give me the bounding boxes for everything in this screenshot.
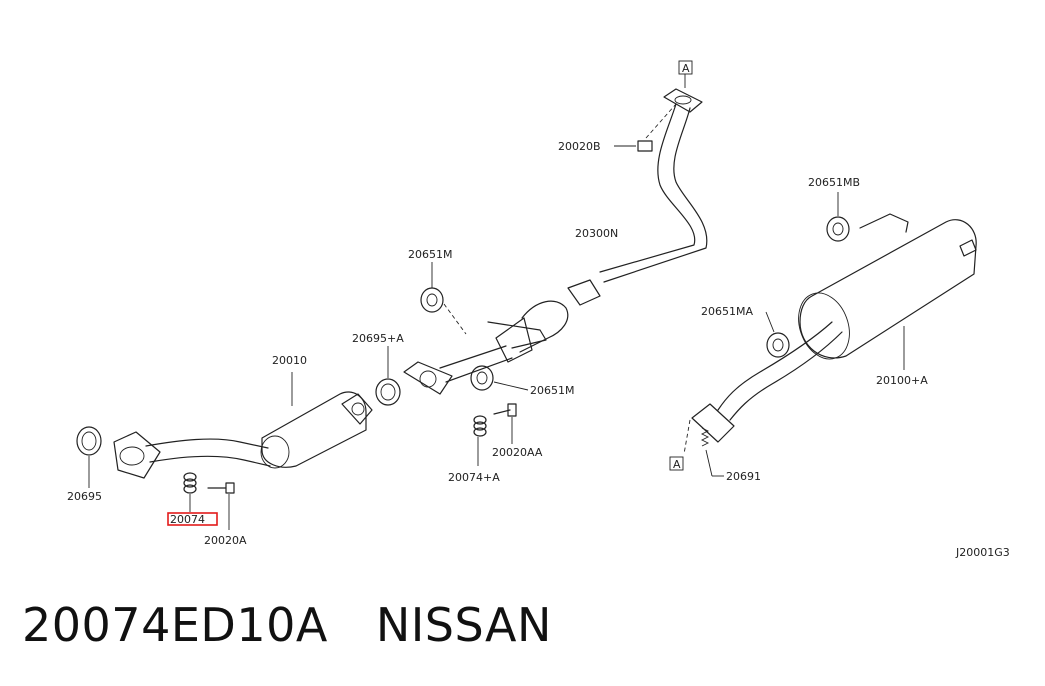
spring-20074a xyxy=(473,415,487,466)
mount-20651m-top xyxy=(420,262,467,335)
gasket-20695a xyxy=(375,346,401,406)
exhaust-system-diagram: A xyxy=(67,60,1010,559)
mount-20651m-mid xyxy=(470,365,529,391)
front-pipe-20300n xyxy=(403,88,708,395)
label-20020aa: 20020AA xyxy=(492,446,543,459)
label-20074a: 20074+A xyxy=(448,471,500,484)
label-20651m-top: 20651M xyxy=(408,248,452,261)
label-20300n: 20300N xyxy=(575,227,618,240)
catalyst-converter-20010 xyxy=(113,372,373,479)
diagram-code: J20001G3 xyxy=(955,546,1010,559)
spring-20074 xyxy=(167,472,218,526)
label-20010: 20010 xyxy=(272,354,307,367)
label-20020b: 20020B xyxy=(558,140,601,153)
label-20651ma: 20651MA xyxy=(701,305,753,318)
rear-muffler-20100a xyxy=(691,213,977,443)
label-20651mb: 20651MB xyxy=(808,176,860,189)
brand-name: NISSAN xyxy=(375,598,552,652)
reference-marker-top: A xyxy=(678,60,693,88)
spring-20691 xyxy=(683,419,724,477)
label-20100a: 20100+A xyxy=(876,374,928,387)
part-number: 20074ED10A xyxy=(22,598,328,652)
label-20020a: 20020A xyxy=(204,534,247,547)
svg-text:A: A xyxy=(682,62,690,75)
label-20651m-mid: 20651M xyxy=(530,384,574,397)
label-20074: 20074 xyxy=(170,513,205,526)
bolt-20020a xyxy=(207,482,235,530)
svg-text:A: A xyxy=(673,458,681,471)
bolt-20020aa xyxy=(493,403,517,444)
mount-20651mb xyxy=(826,192,850,242)
bolt-20020b xyxy=(614,103,677,152)
label-20695a: 20695+A xyxy=(352,332,404,345)
footer-caption: 20074ED10A NISSAN xyxy=(22,598,600,652)
part-labels: 20020B 20300N 20651MB 20651M 20695+A 200… xyxy=(67,140,1010,559)
gasket-20695 xyxy=(76,426,102,488)
label-20695: 20695 xyxy=(67,490,102,503)
label-20691: 20691 xyxy=(726,470,761,483)
reference-marker-bottom: A xyxy=(669,456,684,471)
mount-20651ma xyxy=(765,311,790,358)
